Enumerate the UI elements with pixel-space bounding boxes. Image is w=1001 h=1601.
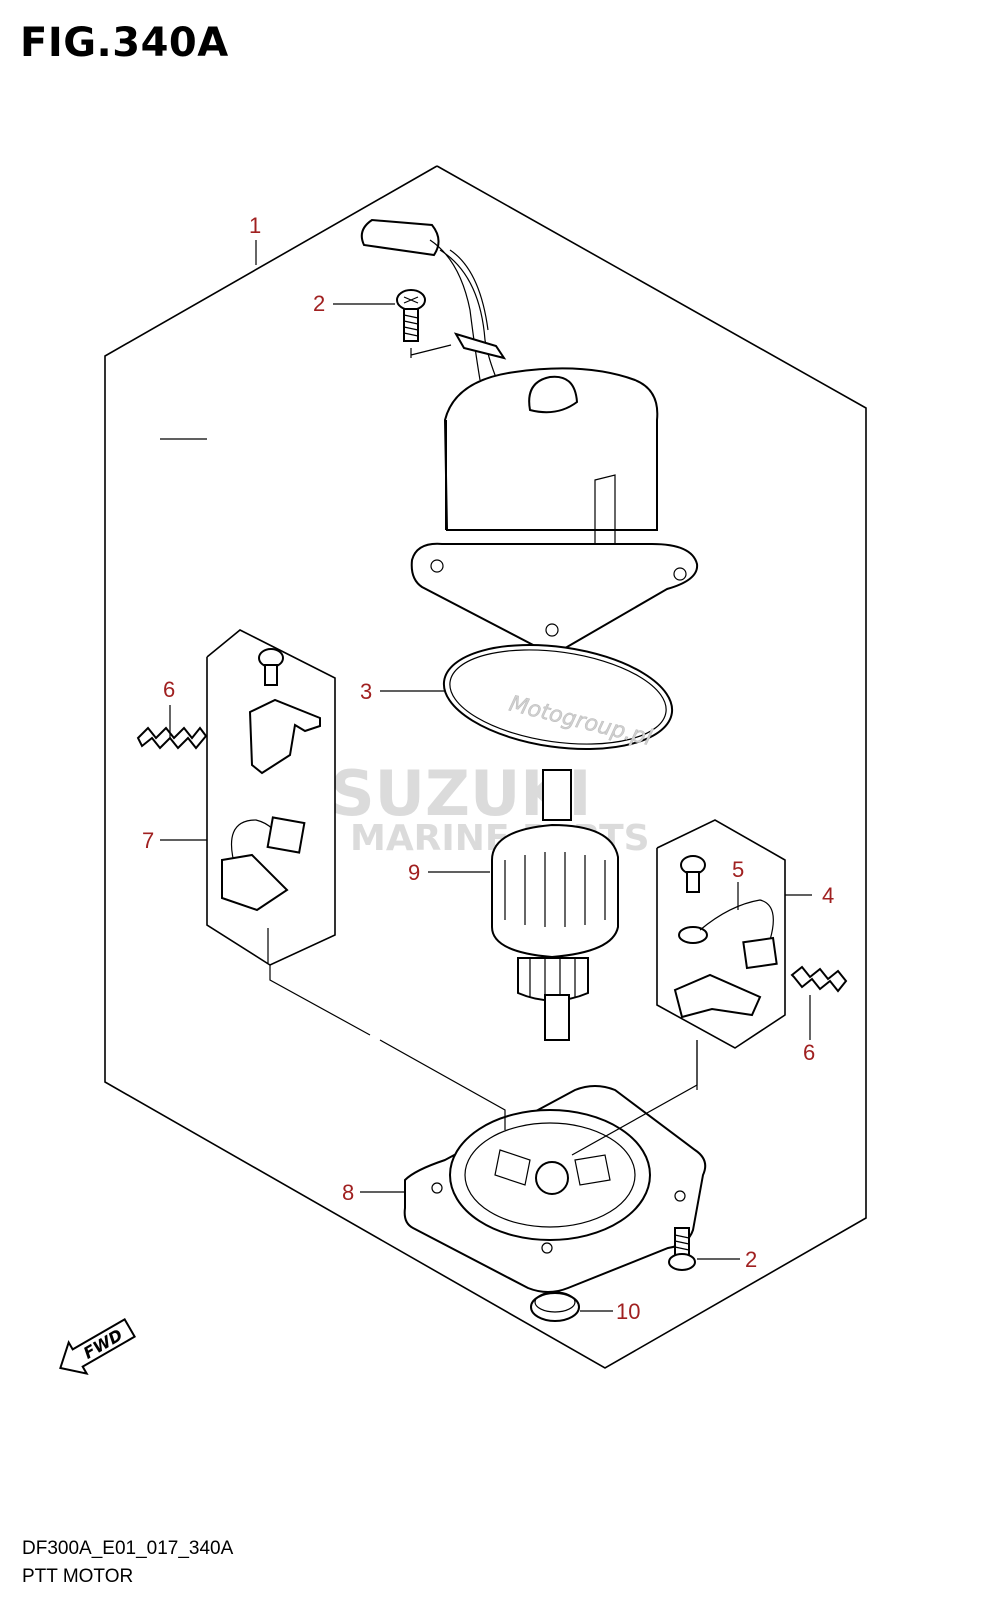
screw-bottom: [668, 1227, 696, 1271]
callout-leaders: [160, 240, 812, 1312]
callout-3: 3: [360, 679, 372, 704]
callout-2-top: 2: [313, 291, 325, 316]
assembly-frame: [104, 165, 867, 1369]
motor-housing: [360, 218, 699, 652]
figure-title: FIG.340A: [20, 20, 229, 66]
callout-10: 10: [616, 1299, 640, 1324]
callout-8: 8: [342, 1180, 354, 1205]
screw-top: [396, 289, 452, 358]
brush-holder-left: [206, 629, 336, 966]
callout-2-bottom: 2: [745, 1247, 757, 1272]
o-ring: Motogroup.pl: [442, 643, 674, 751]
callout-6-right: 6: [803, 1040, 815, 1065]
callout-6-left: 6: [163, 677, 175, 702]
washer: [530, 1291, 580, 1322]
armature: [491, 769, 619, 1041]
brush-holder-right: [656, 819, 786, 1090]
assembly-lines: [269, 965, 698, 1156]
callout-9: 9: [408, 860, 420, 885]
spring-right: [790, 965, 848, 993]
end-cap: [403, 1085, 707, 1293]
callout-5: 5: [732, 857, 744, 882]
callout-labels: 1 2 3 6 7 9 5 4 6 8 2 10: [142, 213, 834, 1324]
figure-caption: PTT MOTOR: [22, 1566, 134, 1587]
callout-7: 7: [142, 828, 154, 853]
fwd-arrow-icon: FWD: [59, 1317, 137, 1376]
callout-1: 1: [249, 213, 261, 238]
figure-code: DF300A_E01_017_340A: [22, 1538, 234, 1559]
callout-4: 4: [822, 883, 834, 908]
spring-left: [136, 726, 208, 750]
